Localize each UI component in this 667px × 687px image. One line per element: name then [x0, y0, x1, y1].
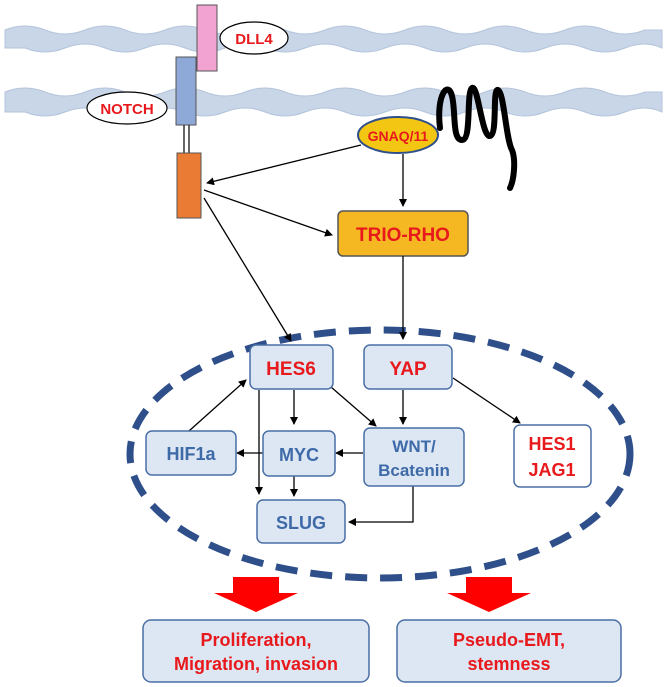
notch-label: NOTCH: [100, 101, 153, 118]
arrow-gnaq-to-notch: [206, 144, 362, 186]
notch-label-ellipse: [86, 91, 168, 125]
wnt-bcatenin-node: [363, 427, 465, 487]
arrow-yap-to-hes1: [452, 377, 521, 424]
arrow-notch-to-hes6: [203, 197, 292, 342]
yap-label: YAP: [389, 359, 427, 380]
gnaq-label: GNAQ/11: [368, 128, 429, 144]
pathway-arrows: [188, 144, 521, 526]
wnt-label-line2: Bcatenin: [378, 461, 450, 480]
hif1a-node: [145, 430, 237, 476]
hes6-label: HES6: [266, 359, 316, 380]
arrow-notch-to-trio: [203, 189, 333, 237]
arrow-wnt-to-slug: [348, 485, 414, 526]
dll4-label: DLL4: [235, 31, 273, 48]
outcome-right-line1: Pseudo-EMT,: [453, 630, 565, 650]
yap-node: [363, 344, 453, 390]
myc-node: [262, 430, 336, 477]
trio-rho-label: TRIO-RHO: [356, 225, 450, 246]
notch-intracellular-domain: [176, 152, 202, 219]
arrow-hes6-to-wnt: [330, 386, 377, 427]
hif1a-label: HIF1a: [166, 444, 216, 464]
membrane-upper: [4, 25, 663, 53]
gpcr-receptor-icon: [436, 84, 518, 191]
notch-receptor-bar: [175, 56, 197, 126]
outcome-right-line2: stemness: [467, 654, 550, 674]
hes1-label: HES1: [528, 434, 575, 454]
big-arrow-left: [214, 577, 298, 612]
slug-node: [256, 499, 346, 544]
outcome-left-box: [142, 619, 370, 683]
outcome-right-box: [396, 619, 622, 683]
hes1-jag1-node: [513, 424, 592, 488]
outcome-left-line2: Migration, invasion: [174, 654, 338, 674]
dll4-ligand-bar: [196, 4, 218, 72]
jag1-label: JAG1: [528, 460, 575, 480]
slug-label: SLUG: [276, 513, 326, 533]
nucleus-boundary: [126, 326, 634, 582]
hes6-node: [249, 344, 334, 390]
big-arrow-right: [447, 577, 531, 612]
myc-label: MYC: [279, 445, 319, 465]
dll4-label-ellipse: [219, 21, 289, 55]
wnt-label-line1: WNT/: [392, 437, 436, 456]
arrow-hif1a-to-hes6: [188, 379, 247, 432]
outcome-left-line1: Proliferation,: [200, 630, 311, 650]
gnaq-node: [357, 116, 439, 154]
